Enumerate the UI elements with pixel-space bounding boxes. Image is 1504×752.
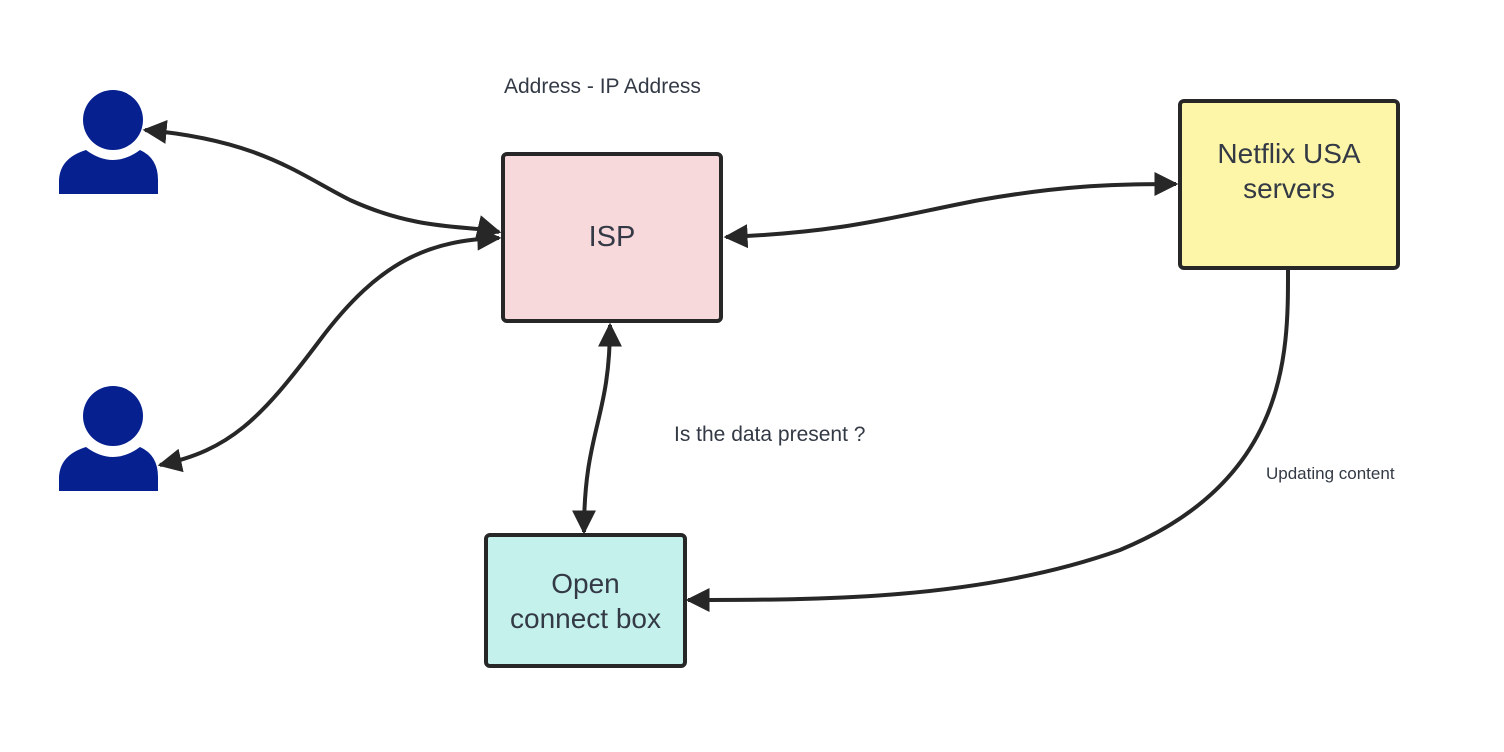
isp-label: ISP xyxy=(588,221,636,254)
open-connect-label-line2: connect box xyxy=(510,602,661,634)
netflix-label-line2: servers xyxy=(1243,172,1335,204)
open-connect-label-line1: Open xyxy=(551,567,620,599)
address-label: Address - IP Address xyxy=(504,75,701,98)
open-connect-box: Open connect box xyxy=(484,533,687,668)
updating-content-label: Updating content xyxy=(1266,464,1395,483)
person-icon xyxy=(59,386,158,491)
connector-isp-openconnect xyxy=(572,322,622,535)
isp-box: ISP xyxy=(501,152,723,323)
data-present-label: Is the data present ? xyxy=(674,423,866,446)
connector-person2-isp xyxy=(157,226,502,473)
connector-person1-isp xyxy=(142,119,502,239)
person-icon xyxy=(59,90,158,194)
netflix-servers-box: Netflix USA servers xyxy=(1178,99,1400,270)
connector-isp-netflix xyxy=(723,172,1179,249)
netflix-label-line1: Netflix USA xyxy=(1217,137,1361,169)
connector-netflix-openconnect xyxy=(685,269,1291,612)
